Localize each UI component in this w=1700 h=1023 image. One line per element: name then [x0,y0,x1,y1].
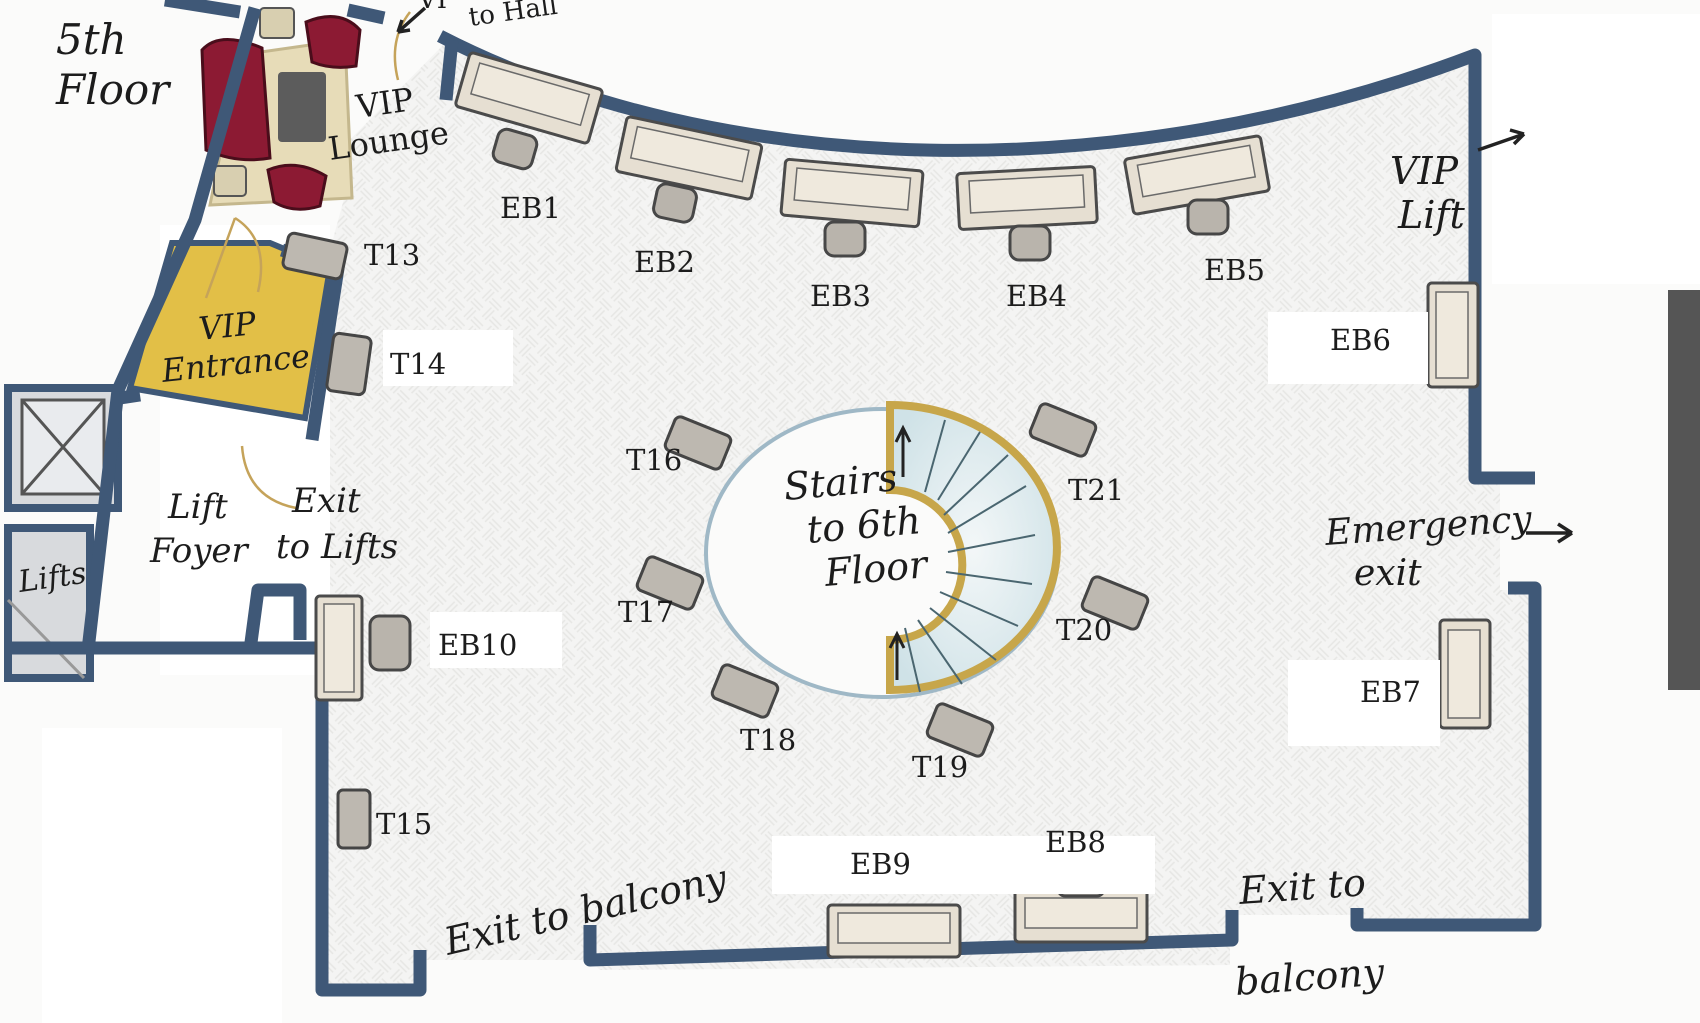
svg-text:Foyer: Foyer [149,531,250,571]
label-t14: T14 [390,347,446,381]
label-t18: T18 [740,723,796,757]
label-eb4: EB4 [1006,279,1067,313]
booth-eb9[interactable] [826,903,962,959]
svg-text:to 6th: to 6th [805,498,923,552]
table-t19[interactable] [925,702,995,758]
svg-text:VIP: VIP [353,80,416,126]
label-t19: T19 [912,750,968,784]
arrow-emergency-exit-icon [1526,522,1573,544]
svg-text:Exit: Exit [291,481,361,521]
svg-text:Exit to: Exit to [1237,860,1368,913]
svg-text:Lift: Lift [1397,193,1465,237]
table-t18[interactable] [710,663,780,719]
svg-text:exit: exit [1354,553,1422,594]
label-t16: T16 [626,443,682,477]
label-eb8: EB8 [1045,825,1106,859]
table-t20[interactable] [1080,575,1150,631]
svg-text:VI: VI [417,0,447,15]
booth-eb3[interactable] [779,157,925,258]
doors [204,11,411,510]
table-t14[interactable] [325,331,373,397]
svg-text:Stairs: Stairs [782,455,899,509]
booth-eb7[interactable] [1438,618,1492,730]
label-vip-lift: VIP Lift [1390,149,1465,237]
booth-eb10[interactable] [314,594,412,702]
direction-arrows [396,6,1573,544]
booth-eb2[interactable] [614,115,764,224]
svg-text:VIP: VIP [197,304,258,348]
svg-text:to Lifts: to Lifts [276,527,398,567]
edge-shadow [1668,290,1700,690]
label-eb3: EB3 [810,279,871,313]
floor-title: 5th Floor [55,15,172,114]
label-stairs: Stairs to 6th Floor [782,455,932,595]
svg-text:Floor: Floor [822,542,932,595]
table-t15[interactable] [336,788,372,850]
svg-text:5th: 5th [56,15,127,64]
label-eb6: EB6 [1330,323,1391,357]
staircase [704,400,1061,699]
label-eb10: EB10 [438,628,517,662]
svg-text:VIP: VIP [1390,149,1459,193]
label-t21: T21 [1068,473,1124,507]
label-eb5: EB5 [1204,253,1265,287]
label-t15: T15 [376,807,432,841]
arrow-vip-lift-icon [1477,128,1526,152]
table-t17[interactable] [635,555,705,611]
table-t16[interactable] [663,415,733,471]
label-eb2: EB2 [634,245,695,279]
label-t20: T20 [1056,613,1112,647]
label-t13: T13 [364,238,420,272]
svg-text:Lift: Lift [167,487,228,527]
blank-corner [1492,14,1700,284]
label-eb7: EB7 [1360,675,1421,709]
booth-eb1[interactable] [454,51,604,171]
booth-eb6[interactable] [1426,281,1480,389]
arrow-to-hall-icon [396,6,427,34]
table-t21[interactable] [1028,402,1098,458]
booth-eb5[interactable] [1123,134,1271,236]
table-t13[interactable] [281,231,349,281]
booth-eb4[interactable] [955,165,1099,262]
vip-entrance-area [126,240,334,422]
label-lift-foyer: Lift Foyer [149,487,250,571]
label-eb1: EB1 [500,191,561,225]
svg-text:Floor: Floor [55,65,172,114]
label-t17: T17 [618,595,674,629]
blank-area [42,728,282,1023]
svg-text:balcony: balcony [1234,950,1386,1004]
label-eb9: EB9 [850,847,911,881]
label-exit-to-lifts: Exit to Lifts [276,481,398,567]
label-exit-balcony-right: Exit to balcony [1234,860,1386,1004]
